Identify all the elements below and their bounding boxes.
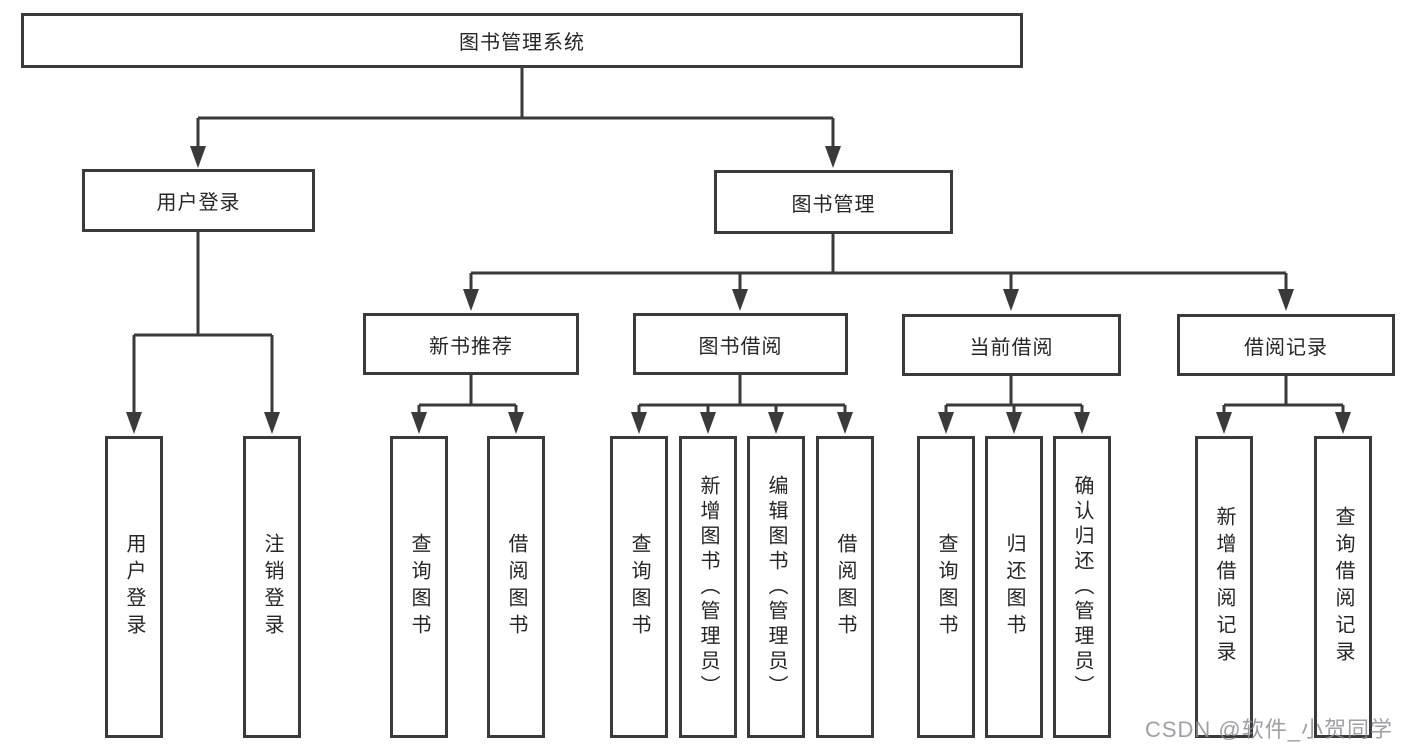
connector-new-books-to-leaves — [411, 375, 524, 434]
connector-current-borrow-to-leaves — [938, 376, 1090, 434]
connector-root-to-level2 — [190, 68, 841, 168]
node-library-system: 图书管理系统 — [21, 13, 1023, 68]
connector-book-mgmt-to-level3 — [463, 234, 1294, 311]
node-book-borrowing: 图书借阅 — [633, 313, 848, 375]
leaf-return-books: 归还图书 — [985, 436, 1043, 738]
leaf-query-books-3: 查询图书 — [917, 436, 975, 738]
leaf-user-login: 用户登录 — [105, 436, 163, 738]
leaf-add-borrow-record: 新增借阅记录 — [1195, 436, 1253, 738]
node-user-login: 用户登录 — [82, 169, 315, 232]
node-borrowing-records: 借阅记录 — [1177, 314, 1395, 376]
node-new-book-recommend: 新书推荐 — [363, 313, 579, 375]
connector-user-login-to-leaves — [126, 232, 280, 434]
leaf-borrow-books-1: 借阅图书 — [487, 436, 545, 738]
connector-borrow-records-to-leaves — [1216, 376, 1351, 434]
leaf-borrow-books-2: 借阅图书 — [816, 436, 874, 738]
leaf-query-books-2: 查询图书 — [610, 436, 668, 738]
connector-book-borrow-to-leaves — [631, 375, 853, 434]
leaf-confirm-return-admin: 确认归还（管理员） — [1053, 436, 1111, 738]
node-book-management: 图书管理 — [714, 170, 953, 234]
watermark: CSDN @软件_小贺同学 — [1144, 717, 1393, 742]
leaf-add-books-admin: 新增图书（管理员） — [679, 436, 737, 738]
leaf-query-borrow-record: 查询借阅记录 — [1314, 436, 1372, 738]
leaf-query-books-1: 查询图书 — [390, 436, 448, 738]
leaf-logout: 注销登录 — [243, 436, 301, 738]
node-current-borrowing: 当前借阅 — [902, 314, 1121, 376]
leaf-edit-books-admin: 编辑图书（管理员） — [747, 436, 805, 738]
